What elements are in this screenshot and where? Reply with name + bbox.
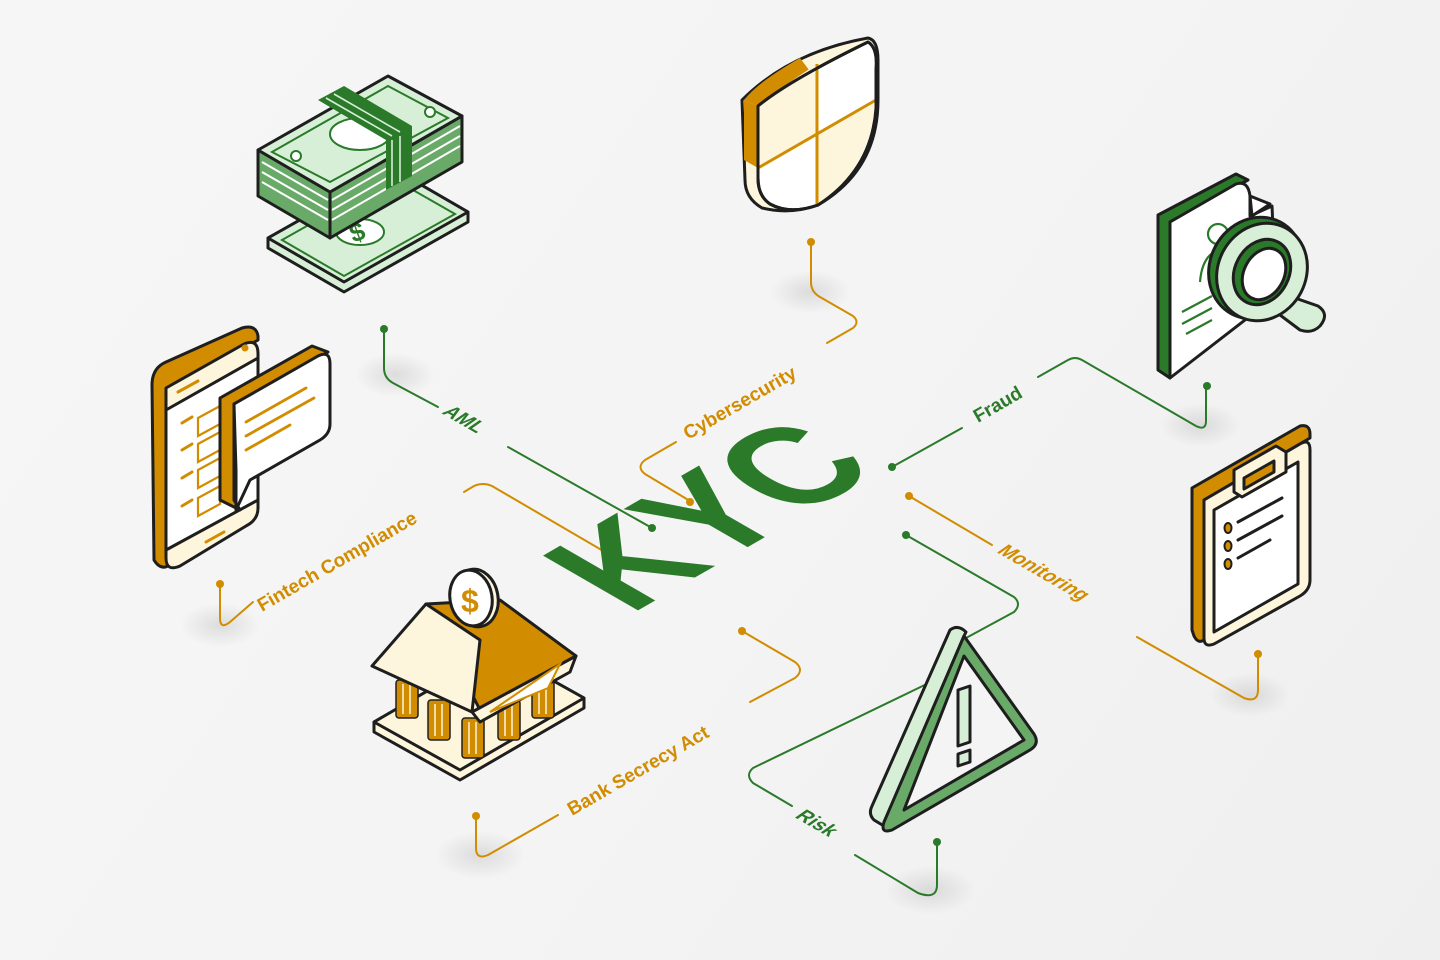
connector-monitoring	[905, 492, 1262, 701]
money-stack-icon: $	[256, 74, 470, 294]
warning-triangle-icon	[868, 625, 1038, 833]
connector-cybersecurity	[639, 238, 858, 506]
connector-aml	[380, 325, 656, 532]
label-aml: AML	[437, 403, 492, 437]
phone-chat-icon	[150, 325, 332, 570]
shield-icon	[740, 36, 880, 213]
label-fintech-compliance: Fintech Compliance	[254, 508, 421, 616]
kyc-title: KYC	[505, 397, 912, 632]
connector-fraud	[888, 357, 1211, 471]
connector-fintech-compliance	[216, 483, 610, 627]
label-bank-secrecy-act: Bank Secrecy Act	[564, 722, 713, 820]
clipboard-icon	[1190, 424, 1312, 647]
svg-text:$: $	[461, 583, 479, 619]
label-monitoring: Monitoring	[992, 542, 1096, 604]
connector-risk	[748, 531, 1019, 897]
label-risk: Risk	[790, 807, 844, 841]
endpoint-shadows	[180, 270, 1290, 914]
document-magnifier-icon	[1156, 172, 1326, 380]
connector-bank-secrecy-act	[472, 627, 801, 858]
bank-coin-icon: $	[370, 567, 586, 782]
label-fraud: Fraud	[970, 383, 1026, 428]
